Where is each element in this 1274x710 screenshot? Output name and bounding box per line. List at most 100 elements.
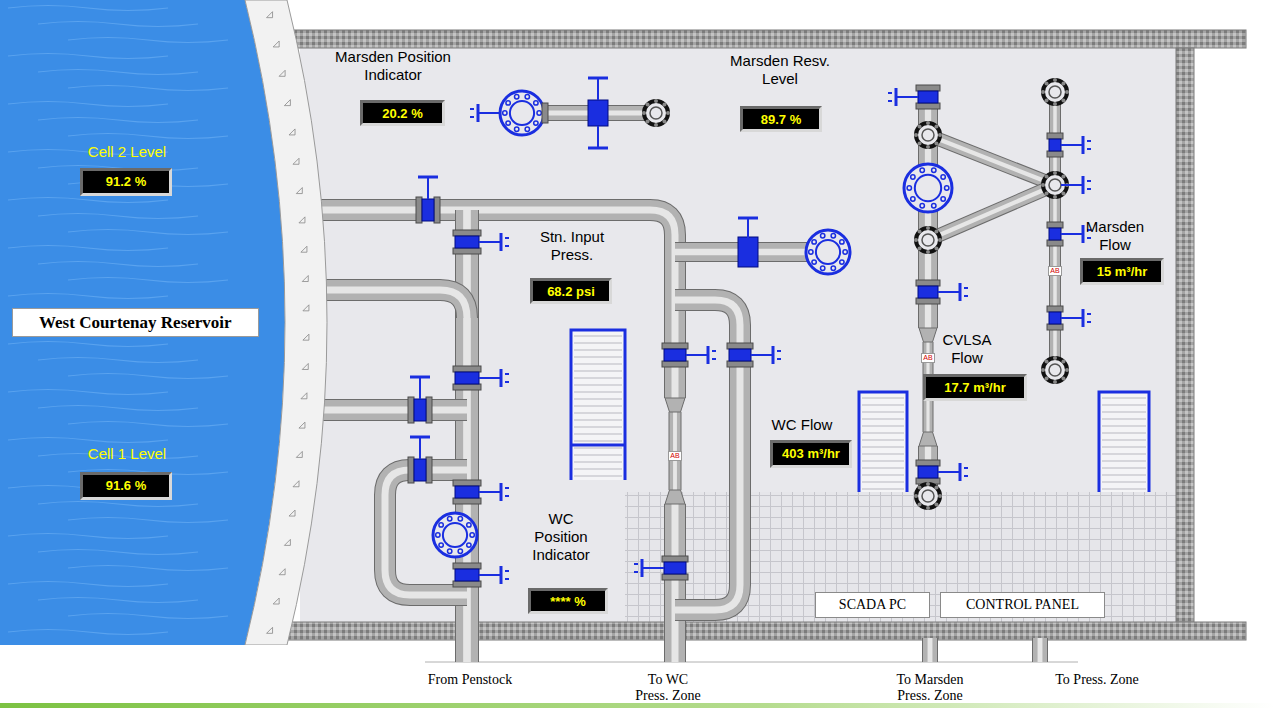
pipe-highlight	[1038, 638, 1043, 662]
handwheel-spoke	[505, 237, 509, 239]
pipe-outline	[664, 504, 686, 662]
flange	[426, 457, 432, 483]
ring-bolt	[1045, 191, 1049, 195]
flange-bolt	[945, 186, 949, 190]
valve-stem	[419, 437, 421, 459]
ring-bore	[922, 234, 934, 246]
water-ripple	[8, 582, 168, 587]
handwheel	[959, 283, 962, 301]
flange	[1047, 151, 1063, 157]
ring-bolt	[1045, 376, 1049, 380]
handwheel-spoke	[964, 475, 968, 477]
stair-step	[862, 412, 904, 413]
wall-mark	[293, 158, 299, 164]
wall-mark	[299, 422, 305, 428]
stair-step	[862, 405, 904, 406]
ring-bolt	[934, 502, 938, 506]
indicator-label: WC Position Indicator	[520, 510, 602, 564]
water-ripple	[8, 54, 168, 59]
ring-bolt	[1061, 376, 1065, 380]
pipe-ring	[916, 228, 940, 252]
ring-bolt	[1065, 90, 1069, 94]
handwheel	[410, 376, 430, 379]
water-ripple	[38, 262, 198, 267]
wall-mark	[301, 393, 307, 399]
handwheel-spoke	[1087, 188, 1091, 190]
water-ripple	[38, 358, 198, 363]
handwheel-spoke	[1087, 237, 1091, 239]
pipe-highlight	[672, 504, 679, 662]
water-ripple	[8, 534, 168, 539]
wall-mark	[273, 41, 279, 47]
pipe-body	[290, 210, 675, 398]
handwheel-spoke	[964, 287, 968, 289]
equipment-box: SCADA PC	[815, 592, 930, 618]
handwheel	[588, 147, 608, 150]
stair-step	[1102, 433, 1146, 434]
tee-body	[588, 100, 608, 126]
stair-step	[574, 469, 622, 470]
stair-step	[862, 475, 904, 476]
stair-step	[862, 398, 904, 399]
stair-step	[574, 378, 622, 379]
valve-stem	[479, 377, 501, 379]
stair-frame	[1099, 392, 1149, 492]
wall-mark	[302, 276, 308, 282]
water-ripple	[68, 86, 228, 91]
stair-step	[574, 434, 622, 435]
ring-bolt	[1041, 368, 1045, 372]
ring-bolt	[926, 250, 930, 254]
ring-bolt	[914, 238, 918, 242]
equipment-label: SCADA PC	[815, 592, 930, 618]
ring-bolt	[1045, 175, 1049, 179]
flange	[662, 361, 688, 367]
handwheel-spoke	[505, 381, 509, 383]
handwheel	[641, 559, 644, 577]
stair-step	[1102, 405, 1146, 406]
handwheel	[477, 104, 480, 122]
valve-stem	[427, 177, 429, 199]
flange-bolt	[436, 533, 440, 537]
ring-bolt	[1053, 195, 1057, 199]
ring-bolt	[1053, 102, 1057, 106]
wall-mark	[299, 217, 305, 223]
handwheel	[418, 176, 438, 179]
handwheel-spoke	[888, 100, 892, 102]
indicator-value: 20.2 %	[360, 100, 445, 126]
wall-mark	[296, 451, 302, 457]
flange	[1047, 222, 1063, 228]
pipe-outline	[922, 638, 938, 662]
flange-bolt	[447, 516, 451, 520]
ring-bolt	[926, 482, 930, 486]
ring-bolt	[646, 119, 650, 123]
ring-bolt	[662, 119, 666, 123]
flange-bolt	[439, 523, 443, 527]
water-ripple	[38, 406, 198, 411]
flange-bolt	[467, 523, 471, 527]
flange-disc	[904, 164, 952, 212]
stair-step	[574, 448, 622, 449]
indicator-label: Marsden Resv. Level	[728, 52, 832, 88]
flange-bolt	[820, 266, 824, 270]
valve-body	[455, 372, 479, 384]
flange	[408, 397, 414, 423]
stair-step	[1102, 454, 1146, 455]
flange-bolt	[506, 101, 510, 105]
water-ripple	[38, 550, 198, 555]
water-ripple	[68, 38, 228, 43]
stair-step	[574, 392, 622, 393]
handwheel-spoke	[712, 358, 716, 360]
valve-stem	[938, 471, 960, 473]
stair-step	[862, 426, 904, 427]
stair-step	[574, 420, 622, 421]
water-ripple	[8, 198, 168, 203]
flange	[408, 457, 414, 483]
valve-stem	[479, 491, 501, 493]
stair-ground	[571, 330, 625, 480]
stair-step	[574, 413, 622, 414]
ring-bolt	[1053, 171, 1057, 175]
flange-bolt	[458, 516, 462, 520]
valve-stem	[597, 126, 599, 148]
handwheel-spoke	[470, 116, 474, 118]
handwheel	[500, 233, 503, 251]
